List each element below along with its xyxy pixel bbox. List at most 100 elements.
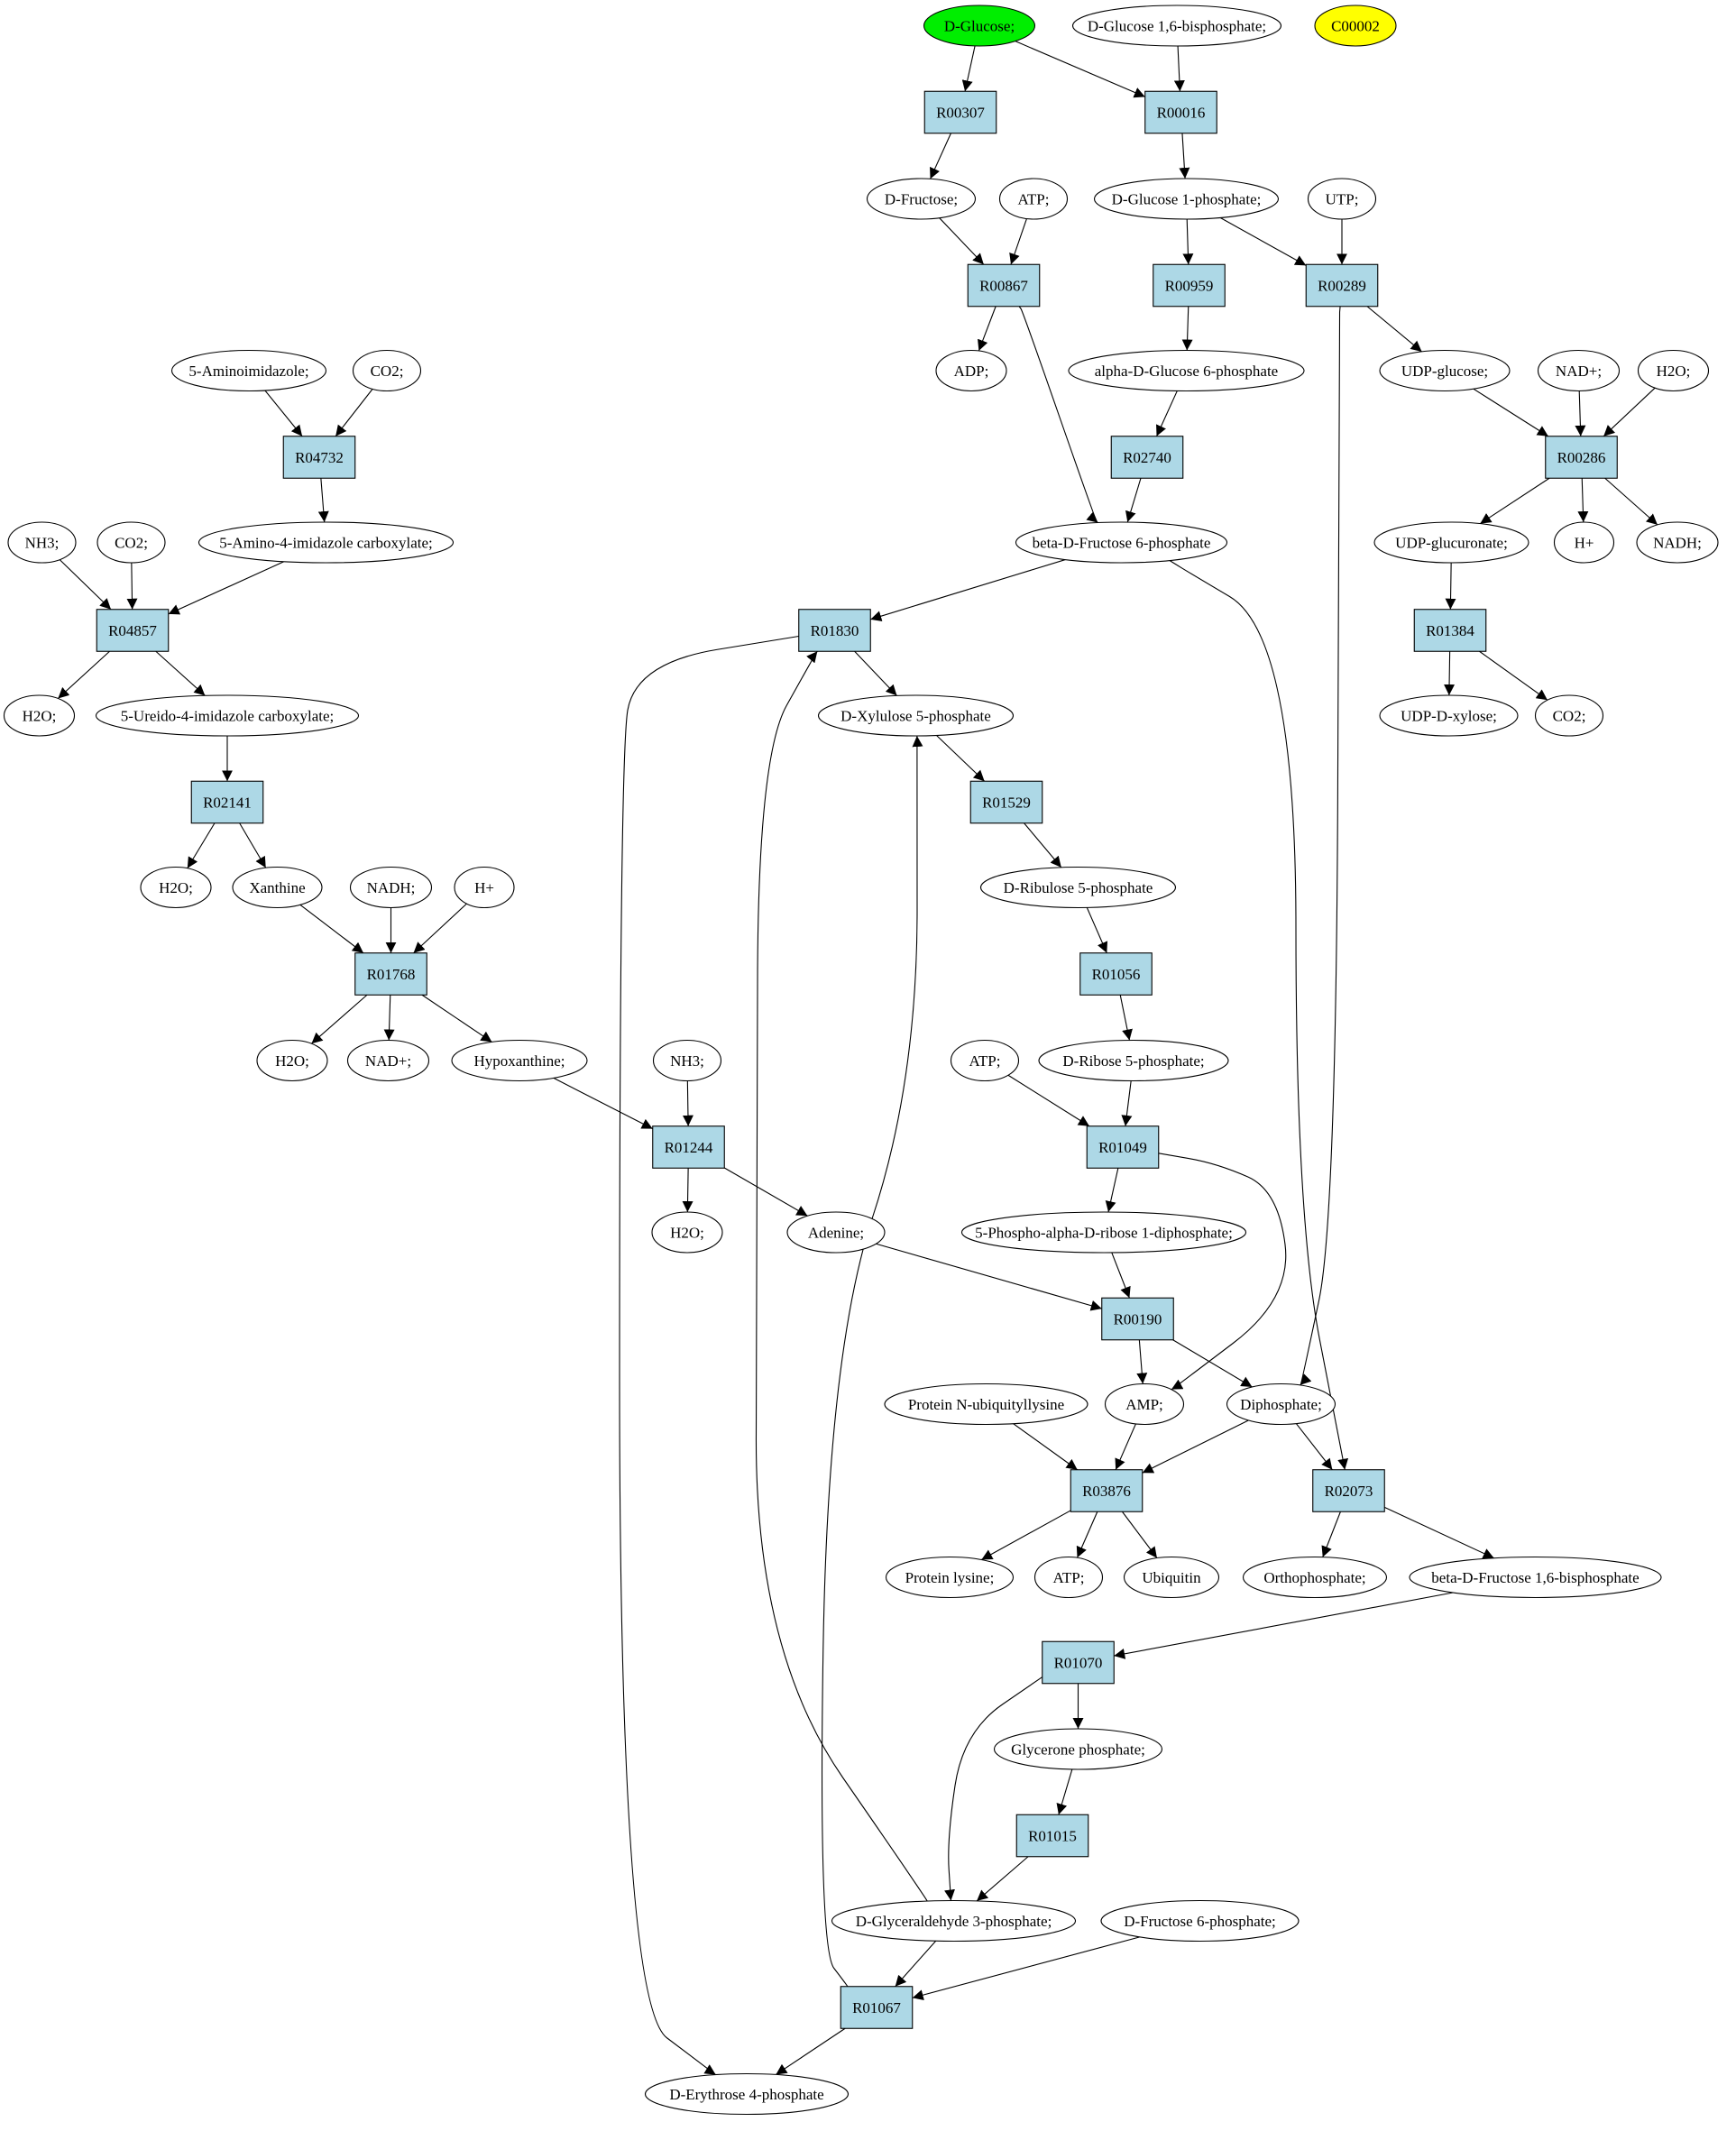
edge-R00289-to-udpglc bbox=[1366, 306, 1422, 353]
edge-fbp-to-R01070 bbox=[1114, 1592, 1454, 1659]
edge-f6p-to-R01067 bbox=[912, 1936, 1140, 2001]
compound-label: 5-Phospho-alpha-D-ribose 1-diphosphate; bbox=[975, 1225, 1233, 1242]
compound-node: D-Glucose; bbox=[923, 5, 1036, 47]
reaction-node: R01244 bbox=[652, 1125, 725, 1169]
compound-label: UDP-D-xylose; bbox=[1401, 708, 1497, 725]
compound-node: H2O; bbox=[3, 694, 76, 737]
reaction-node: R00286 bbox=[1545, 436, 1618, 479]
compound-label: D-Glucose; bbox=[944, 18, 1015, 35]
compound-label: H+ bbox=[474, 879, 494, 896]
edge-R00190-to-amp bbox=[1136, 1339, 1148, 1384]
compound-ellipse bbox=[1068, 349, 1305, 392]
compound-label: D-Fructose; bbox=[885, 191, 958, 208]
reaction-node: R02073 bbox=[1312, 1469, 1385, 1512]
compound-ellipse bbox=[1307, 178, 1377, 220]
compound-label: ATP; bbox=[969, 1052, 1001, 1070]
reaction-box bbox=[1015, 1814, 1089, 1858]
compound-ellipse bbox=[1553, 521, 1615, 564]
compound-node: NH3; bbox=[652, 1039, 722, 1082]
compound-node: Hypoxanthine; bbox=[451, 1039, 588, 1082]
reaction-node: R00867 bbox=[967, 263, 1041, 308]
edge-udpglc-to-R00286 bbox=[1473, 388, 1549, 437]
compound-ellipse bbox=[232, 866, 323, 909]
edge-R02740-to-bf6p bbox=[1125, 478, 1142, 523]
compound-ellipse bbox=[652, 1039, 722, 1082]
compound-label: beta-D-Fructose 1,6-bisphosphate bbox=[1431, 1569, 1639, 1586]
compound-node: ADP; bbox=[935, 349, 1007, 392]
compound-node: H2O; bbox=[256, 1039, 328, 1082]
compound-label: NADH; bbox=[367, 879, 416, 896]
compound-label: H2O; bbox=[670, 1225, 704, 1242]
compound-label: Ubiquitin bbox=[1142, 1569, 1201, 1586]
compound-node: NADH; bbox=[1636, 521, 1719, 564]
compound-ellipse bbox=[950, 1039, 1020, 1082]
reaction-label: R00959 bbox=[1165, 278, 1214, 295]
compound-label: Glycerone phosphate; bbox=[1011, 1741, 1145, 1759]
compound-node: 5-Aminoimidazole; bbox=[170, 349, 327, 392]
edge-R00286-to-hplus1 bbox=[1577, 478, 1589, 523]
compound-ellipse bbox=[256, 1039, 328, 1082]
compound-node: UDP-glucuronate; bbox=[1373, 521, 1529, 564]
compound-ellipse bbox=[651, 1211, 723, 1254]
compound-ellipse bbox=[1104, 1382, 1185, 1426]
compound-node: H+ bbox=[454, 866, 515, 909]
edge-gap-to-R01067 bbox=[895, 1940, 937, 1988]
reaction-node: R01830 bbox=[798, 609, 871, 652]
reaction-node: R02740 bbox=[1110, 436, 1184, 479]
compound-ellipse bbox=[998, 178, 1069, 220]
reaction-box bbox=[652, 1125, 725, 1169]
edge-aicx-to-R04857 bbox=[168, 561, 285, 615]
compound-node: Protein N-ubiquityllysine bbox=[884, 1382, 1088, 1426]
compound-node: NH3; bbox=[7, 521, 77, 564]
compound-ellipse bbox=[451, 1039, 588, 1082]
compound-ellipse bbox=[1636, 521, 1719, 564]
edge-xan-to-R01768 bbox=[299, 904, 364, 954]
compound-ellipse bbox=[644, 2072, 850, 2116]
edge-R01529-to-ru5p bbox=[1024, 822, 1062, 868]
compound-label: D-Ribulose 5-phosphate bbox=[1004, 879, 1153, 896]
edge-R01067-to-e4p bbox=[776, 2027, 846, 2075]
edge-R01015-to-gap bbox=[976, 1856, 1029, 1902]
reaction-node: R04857 bbox=[96, 609, 170, 652]
reaction-box bbox=[1110, 436, 1184, 479]
compound-node: AMP; bbox=[1104, 1382, 1185, 1426]
edge-R01830-to-e4p bbox=[619, 635, 799, 2076]
edge-R00016-to-g1p bbox=[1179, 133, 1190, 179]
compound-label: NH3; bbox=[670, 1052, 704, 1070]
edge-amp-to-R03876 bbox=[1115, 1423, 1136, 1470]
compound-node: C00002 bbox=[1314, 5, 1397, 47]
edge-R00289-to-ppi bbox=[1300, 306, 1341, 1386]
compound-label: H+ bbox=[1575, 535, 1594, 552]
compound-node: beta-D-Fructose 6-phosphate bbox=[1015, 521, 1228, 564]
compound-ellipse bbox=[95, 694, 360, 737]
reaction-label: R00867 bbox=[979, 278, 1028, 295]
compound-label: CO2; bbox=[1553, 708, 1586, 725]
edge-ade-to-R00190 bbox=[876, 1243, 1102, 1311]
compound-ellipse bbox=[1038, 1039, 1229, 1082]
edge-R04732-to-aicx bbox=[317, 478, 329, 523]
compound-node: beta-D-Fructose 1,6-bisphosphate bbox=[1409, 1556, 1662, 1599]
edge-R02073-to-pi bbox=[1321, 1511, 1341, 1557]
reaction-box bbox=[1144, 90, 1217, 134]
edge-co2_b-to-R04857 bbox=[126, 562, 138, 610]
compound-label: 5-Amino-4-imidazole carboxylate; bbox=[219, 535, 433, 552]
compound-node: UDP-glucose; bbox=[1379, 349, 1511, 392]
edge-fru-to-R00867 bbox=[939, 217, 985, 265]
reaction-label: R01015 bbox=[1028, 1828, 1077, 1845]
compound-label: NH3; bbox=[25, 535, 60, 552]
compound-ellipse bbox=[1534, 694, 1604, 737]
compound-node: ATP; bbox=[950, 1039, 1020, 1082]
edge-R01067-to-xu5p bbox=[821, 735, 923, 1989]
compound-node: Xanthine bbox=[232, 866, 323, 909]
edge-udpgla-to-R01384 bbox=[1445, 562, 1456, 610]
compound-label: ATP; bbox=[1053, 1569, 1085, 1586]
compound-node: H2O; bbox=[140, 866, 212, 909]
compound-ellipse bbox=[454, 866, 515, 909]
reaction-label: R00307 bbox=[936, 105, 985, 122]
reaction-label: R01049 bbox=[1098, 1139, 1147, 1156]
compound-label: CO2; bbox=[371, 363, 404, 380]
compound-ellipse bbox=[786, 1211, 886, 1254]
compound-label: ADP; bbox=[954, 363, 989, 380]
compound-label: Diphosphate; bbox=[1240, 1396, 1322, 1413]
edge-layer bbox=[57, 41, 1658, 2076]
